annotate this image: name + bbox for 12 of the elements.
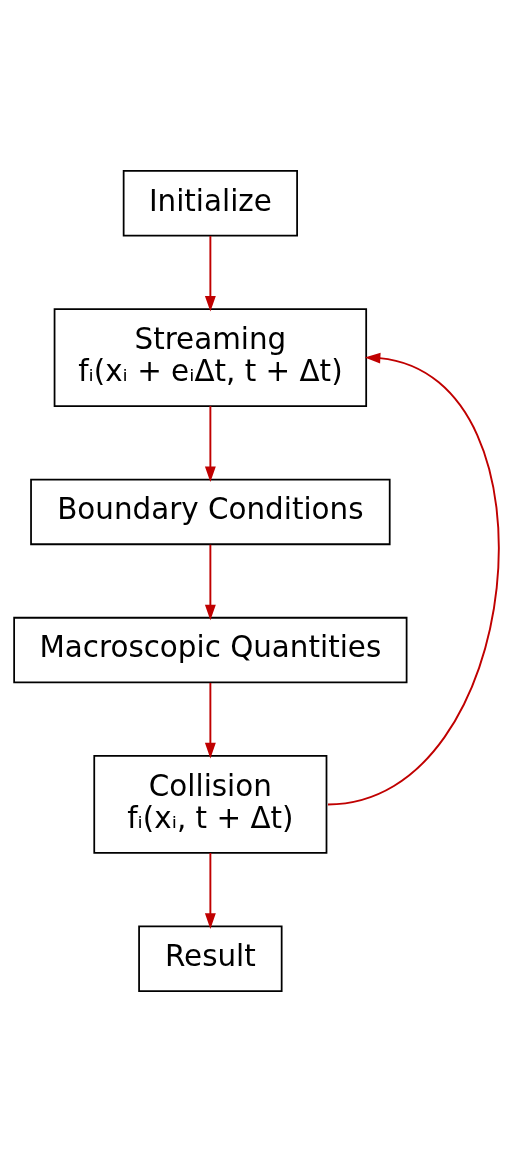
node-box: Result	[138, 925, 283, 992]
arrow	[204, 543, 216, 621]
node-box: Initialize	[122, 170, 298, 237]
node-box: Macroscopic Quantities	[13, 616, 408, 684]
arrow	[204, 681, 216, 759]
arrow	[327, 352, 500, 806]
arrow	[204, 235, 216, 312]
node-box: Collision fᵢ(xᵢ, t + Δt)	[93, 755, 328, 854]
node-box: Streaming fᵢ(xᵢ + eᵢΔt, t + Δt)	[53, 308, 368, 407]
arrow	[204, 405, 216, 483]
arrow	[204, 852, 216, 929]
node-box: Boundary Conditions	[30, 478, 391, 546]
